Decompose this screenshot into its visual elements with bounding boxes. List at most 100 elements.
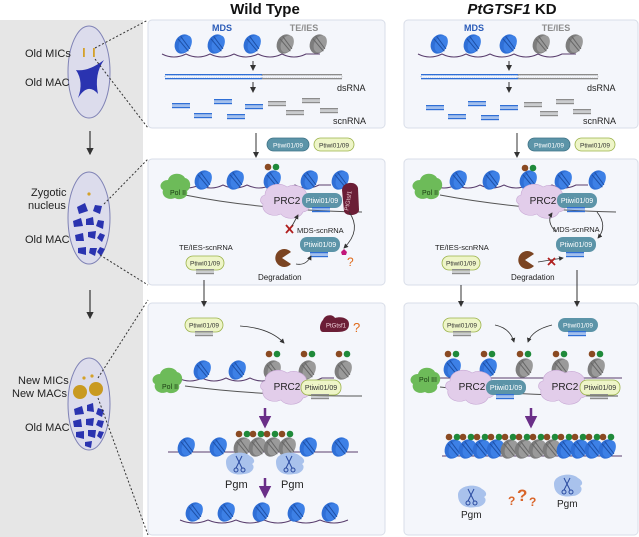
kd-panel-mid (403, 158, 639, 286)
svg-text:Ptiwi01/09: Ptiwi01/09 (490, 385, 522, 392)
svg-text:PtGtsf1: PtGtsf1 (326, 324, 347, 330)
dsrna-kd (420, 74, 599, 80)
svg-text:Ptiwi01/09: Ptiwi01/09 (190, 261, 220, 268)
prc2-kd: PRC2 (516, 183, 567, 219)
prc2-wt: PRC2 (260, 183, 311, 219)
blocked-x-icon-kd (547, 257, 556, 266)
kd-panel-bottom (403, 302, 639, 536)
question-mark-wt-mid: ? (347, 255, 354, 269)
label-pgm-1: Pgm (225, 479, 248, 491)
svg-text:PRC2: PRC2 (274, 196, 301, 207)
label-teies-kd: TE/IES (542, 23, 571, 33)
svg-text:Ptiwi01/09: Ptiwi01/09 (306, 198, 338, 205)
cell-stage3 (67, 357, 111, 451)
svg-text:Ptiwi01/09: Ptiwi01/09 (447, 323, 477, 330)
cell-stage2 (67, 171, 111, 265)
label-teies-scnrna-kd: TE/IES-scnRNA (435, 243, 489, 252)
new-mic-1 (82, 376, 86, 380)
question-mark-kd-2: ? (517, 486, 527, 505)
kd-top: MDS TE/IES dsRNA scnRNA (417, 23, 616, 126)
left-panel-bg (0, 20, 143, 537)
wt-mid: Pol II PRC2 Ptiwi01/09 PtGtsf1 MDS-scnRN… (160, 163, 363, 282)
prc2-kd-b1: PRC2 (445, 369, 496, 405)
title-kd-suffix: KD (531, 1, 557, 18)
wt-top: MDS TE/IES dsRNA scnRNA (161, 23, 366, 126)
new-mic-2 (90, 374, 94, 378)
kd-bottom: Ptiwi01/09 Ptiwi01/09 Pol III PRC2 Ptiwi… (410, 317, 622, 521)
ptiwi-bound-blue-kd: Ptiwi01/09 (486, 380, 526, 400)
degradation-icon-kd (518, 250, 534, 269)
label-teies: TE/IES (290, 23, 319, 33)
prc2-kd-b2: PRC2 (538, 369, 589, 405)
zoom-lines (94, 19, 149, 536)
label-nucleus: nucleus (28, 200, 66, 212)
label-pgm-2: Pgm (281, 479, 304, 491)
title-kd-gene: PtGTSF1 (467, 1, 530, 18)
ptiwi-mds-wt: Ptiwi01/09 (300, 237, 340, 258)
svg-text:Ptiwi01/09: Ptiwi01/09 (534, 143, 564, 150)
svg-text:PRC2: PRC2 (530, 196, 557, 207)
pol-iii: Pol III (410, 367, 441, 394)
kd-mid: Pol II PRC2 Ptiwi01/09 MDS-scnRNA Ptiwi0… (412, 164, 617, 282)
pol-ii-kd: Pol II (412, 173, 443, 200)
modification-star-icon (341, 249, 347, 255)
cell-stage1 (67, 25, 111, 119)
svg-text:Ptiwi01/09: Ptiwi01/09 (580, 143, 610, 150)
label-old-mac-3: Old MAC (25, 422, 70, 434)
label-teies-scnrna: TE/IES-scnRNA (179, 243, 233, 252)
svg-text:Pol II: Pol II (162, 384, 178, 391)
question-mark-kd-1: ? (508, 494, 515, 508)
ptiwi-teies-kd-b: Ptiwi01/09 (442, 317, 482, 337)
label-new-macs: New MACs (12, 388, 68, 400)
pol-ii-wt-b: Pol II (152, 367, 183, 394)
ptiwi-bound-green-wt: Ptiwi01/09 (300, 379, 342, 400)
svg-text:Ptiwi01/09: Ptiwi01/09 (563, 323, 593, 330)
title-kd: PtGTSF1 KD (467, 1, 556, 18)
label-degradation: Degradation (258, 273, 302, 282)
ptiwi-free-wt-green: Ptiwi01/09 (313, 137, 355, 152)
ptiwi-mds-kd: Ptiwi01/09 (556, 237, 596, 258)
label-mds-scnrna-kd: MDS-scnRNA (553, 225, 600, 234)
new-mac-1 (73, 385, 87, 399)
ptiwi-teies-wt: Ptiwi01/09 (185, 255, 225, 275)
label-mds-kd: MDS (464, 23, 484, 33)
ptiwi-mds-kd-b: Ptiwi01/09 (558, 318, 598, 337)
svg-text:Ptiwi01/09: Ptiwi01/09 (304, 242, 336, 249)
svg-text:Ptiwi01/09: Ptiwi01/09 (189, 323, 219, 330)
new-mac-2 (89, 382, 103, 396)
svg-text:Ptiwi01/09: Ptiwi01/09 (305, 385, 337, 392)
svg-text:Ptiwi01/09: Ptiwi01/09 (560, 242, 592, 249)
svg-text:PtGtsf1: PtGtsf1 (344, 190, 353, 211)
svg-text:Ptiwi01/09: Ptiwi01/09 (319, 143, 349, 150)
label-degradation-kd: Degradation (511, 273, 555, 282)
label-old-mics: Old MICs (25, 48, 71, 60)
label-scnrna-kd: scnRNA (583, 116, 616, 126)
label-pgm-kd-1: Pgm (461, 510, 482, 521)
blocked-x-icon (285, 224, 294, 234)
label-old-mac-1: Old MAC (25, 77, 70, 89)
old-mic-2 (93, 48, 95, 57)
wt-bottom: Ptiwi01/09 PtGtsf1 ? Pol II PRC2 Ptiwi01… (152, 315, 363, 525)
chromatin-line (161, 53, 320, 58)
old-mac-fragments-3 (73, 403, 104, 448)
label-old-mac-2: Old MAC (25, 234, 70, 246)
pol-ii: Pol II (160, 173, 191, 200)
degradation-icon (275, 249, 291, 267)
ptiwi-bound-wt: Ptiwi01/09 (302, 193, 342, 213)
wt-panel-mid (147, 158, 386, 286)
question-mark-kd-3: ? (529, 495, 536, 509)
svg-text:Ptiwi01/09: Ptiwi01/09 (446, 261, 476, 268)
old-mic-1 (83, 48, 85, 57)
ptiwi-free-wt-blue: Ptiwi01/09 (266, 137, 310, 152)
label-scnrna: scnRNA (333, 116, 366, 126)
wt-panel-bottom (147, 302, 386, 536)
question-mark-wt-bottom: ? (353, 320, 360, 335)
svg-text:Ptiwi01/09: Ptiwi01/09 (273, 143, 303, 150)
ptgtsf1-bound: PtGtsf1 (342, 182, 359, 216)
label-new-mics: New MICs (18, 375, 69, 387)
dsrna (164, 74, 343, 80)
ptiwi-free-kd-blue: Ptiwi01/09 (527, 137, 571, 152)
svg-text:Pol III: Pol III (419, 377, 437, 384)
ptiwi-bound-kd: Ptiwi01/09 (557, 193, 597, 213)
ptiwi-teies-kd: Ptiwi01/09 (441, 255, 481, 275)
